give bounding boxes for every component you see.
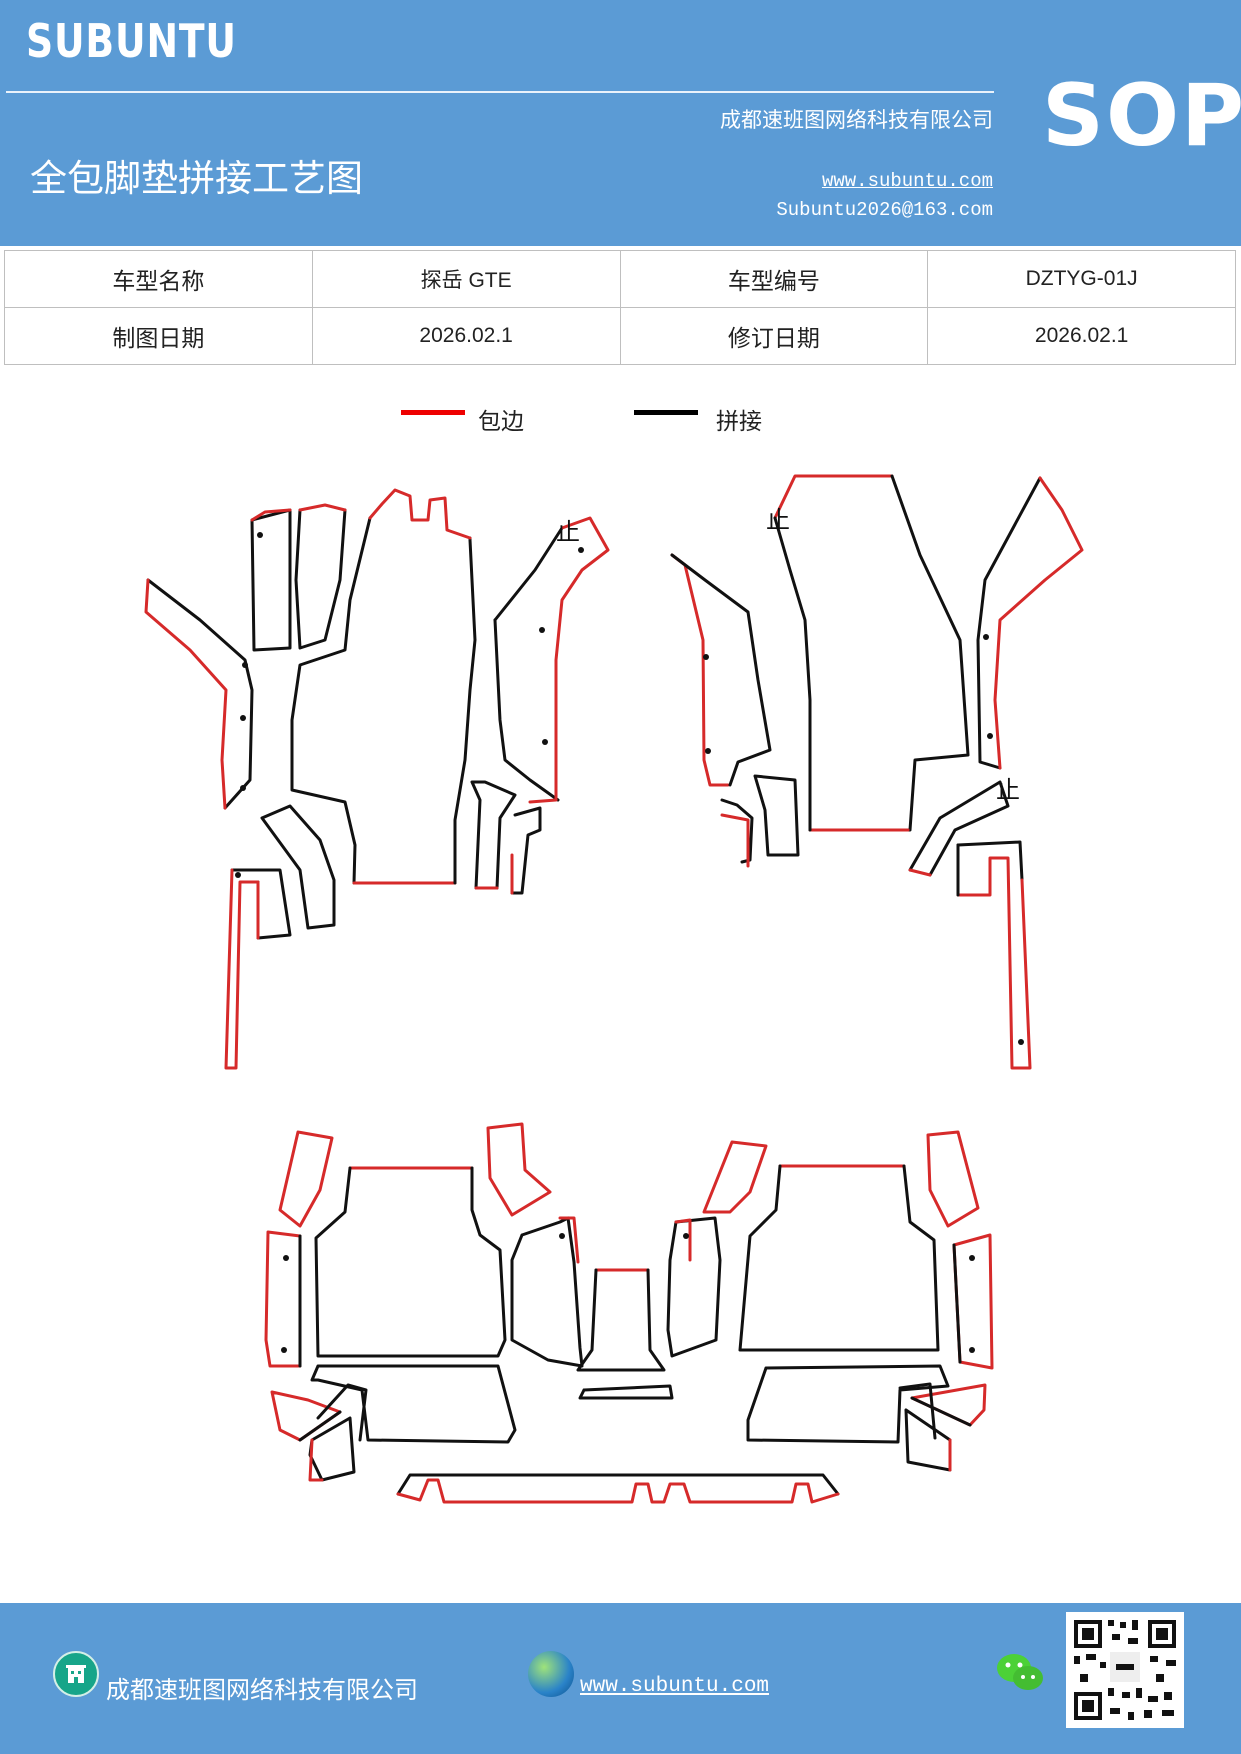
stop-mark: 止 bbox=[996, 776, 1020, 804]
table-cell: 修订日期 bbox=[619, 307, 929, 365]
table-row: 制图日期 2026.02.1 修订日期 2026.02.1 bbox=[4, 307, 1236, 365]
table-cell: DZTYG-01J bbox=[927, 250, 1236, 308]
right-front-mat-group: 止 止 bbox=[670, 474, 1084, 1070]
website-link[interactable]: www.subuntu.com bbox=[821, 170, 993, 192]
header-divider bbox=[6, 91, 994, 93]
table-cell: 制图日期 bbox=[4, 307, 313, 365]
footer-company: 成都速班图网络科技有限公司 bbox=[106, 1676, 418, 1704]
left-front-mat-group: 止 bbox=[144, 488, 610, 1070]
legend-label-edge: 包边 bbox=[478, 409, 524, 435]
table-cell: 探岳 GTE bbox=[311, 250, 621, 308]
sop-badge: SOP bbox=[1042, 66, 1241, 166]
qr-code[interactable] bbox=[1066, 1612, 1184, 1728]
footer-website-link[interactable]: www.subuntu.com bbox=[580, 1675, 770, 1698]
table-cell: 2026.02.1 bbox=[927, 307, 1236, 365]
rear-mat-group bbox=[264, 1122, 994, 1504]
table-row: 车型名称 探岳 GTE 车型编号 DZTYG-01J bbox=[4, 250, 1236, 308]
mat-diagram: 止 止 止 bbox=[144, 474, 1084, 1504]
table-cell: 2026.02.1 bbox=[311, 307, 621, 365]
brand-logo: SUBUNTU bbox=[26, 14, 237, 68]
legend-label-seam: 拼接 bbox=[716, 409, 762, 435]
legend-swatch-seam bbox=[634, 410, 698, 415]
table-cell: 车型名称 bbox=[4, 250, 313, 308]
wechat-icon[interactable] bbox=[996, 1652, 1044, 1698]
legend-swatch-edge bbox=[401, 410, 465, 415]
company-name: 成都速班图网络科技有限公司 bbox=[720, 108, 993, 132]
table-cell: 车型编号 bbox=[619, 250, 929, 308]
info-table: 车型名称 探岳 GTE 车型编号 DZTYG-01J 制图日期 2026.02.… bbox=[4, 250, 1236, 365]
header-banner bbox=[0, 0, 1241, 246]
globe-icon bbox=[528, 1651, 574, 1697]
page-title: 全包脚垫拼接工艺图 bbox=[30, 157, 363, 200]
email-address: Subuntu2026@163.com bbox=[776, 199, 993, 221]
stop-mark: 止 bbox=[556, 518, 580, 546]
stop-mark: 止 bbox=[766, 506, 790, 534]
building-icon bbox=[53, 1651, 99, 1697]
